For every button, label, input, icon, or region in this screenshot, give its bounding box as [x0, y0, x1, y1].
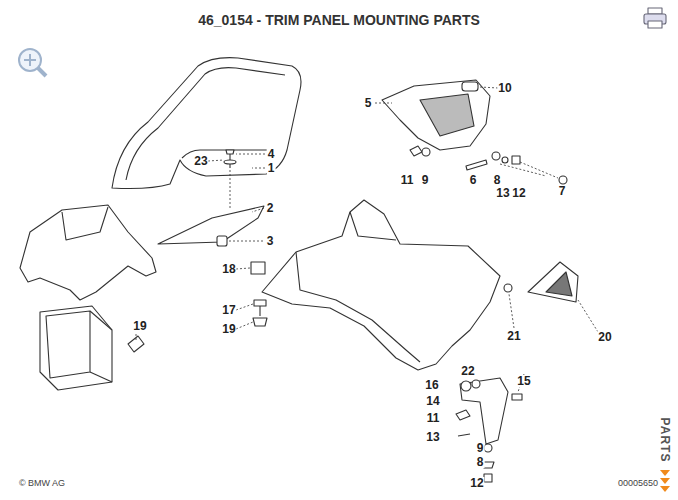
callout-number: 13	[495, 187, 510, 199]
upper-bracket	[382, 80, 567, 184]
mirror-trim	[504, 262, 578, 302]
callout-number: 21	[506, 330, 521, 342]
callout-number: 19	[221, 323, 236, 335]
headlight	[40, 306, 112, 390]
parts-arrows	[660, 470, 670, 492]
footer-note: © BMW AG	[18, 478, 66, 488]
callout-number: 13	[425, 431, 440, 443]
deflector	[158, 206, 264, 244]
callout-number: 17	[221, 304, 236, 316]
callout-number: 12	[469, 477, 484, 489]
callout-number: 2	[266, 202, 275, 214]
zoom-icon	[19, 49, 46, 76]
callout-number: 7	[558, 185, 567, 197]
lower-bracket	[456, 378, 522, 482]
callout-number: 14	[425, 395, 440, 407]
callout-number: 19	[132, 320, 147, 332]
callout-number: 6	[469, 174, 478, 186]
callout-number: 1	[267, 162, 276, 174]
callout-number: 10	[497, 82, 512, 94]
page-title: 46_0154 - TRIM PANEL MOUNTING PARTS	[198, 12, 480, 28]
fasteners	[128, 150, 267, 352]
callout-number: 23	[193, 155, 208, 167]
callout-number: 16	[424, 379, 439, 391]
callout-number: 11	[400, 174, 415, 186]
callout-number: 20	[597, 331, 612, 343]
callout-number: 9	[476, 442, 485, 454]
leader-lines	[136, 87, 598, 392]
side-fairing	[262, 200, 500, 370]
callout-number: 12	[511, 187, 526, 199]
callout-number: 8	[493, 174, 502, 186]
headlight-cover	[20, 205, 156, 300]
callout-number: 11	[426, 412, 441, 424]
headlight-cover-detail	[62, 207, 108, 240]
callout-number: 4	[267, 148, 276, 160]
parts-tab: PARTS	[658, 417, 672, 464]
callout-number: 3	[266, 235, 275, 247]
callout-number: 5	[364, 97, 373, 109]
callout-number: 18	[221, 263, 236, 275]
callout-number: 8	[476, 456, 485, 468]
callout-number: 22	[460, 365, 475, 377]
footer-note: 00005650	[617, 478, 659, 488]
windshield	[112, 58, 301, 189]
callout-number: 9	[421, 174, 430, 186]
print-icon	[644, 8, 666, 28]
callout-number: 15	[516, 375, 531, 387]
